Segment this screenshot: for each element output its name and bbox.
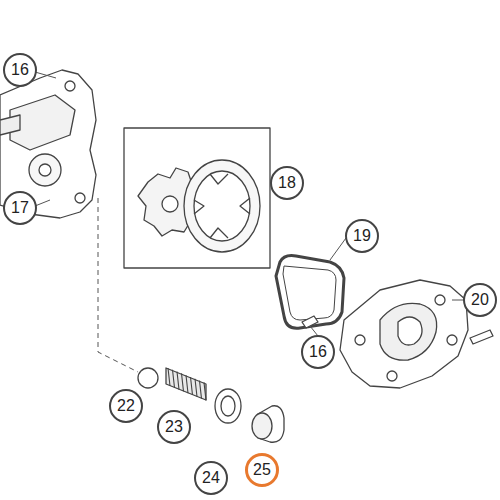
pin [470, 330, 493, 344]
callout-number: 24 [194, 461, 228, 495]
callout-number: 16 [301, 335, 335, 369]
outer-rotor [184, 160, 260, 252]
leader-line [35, 200, 50, 206]
rotor-set-frame [124, 128, 270, 268]
pump-cover [340, 280, 468, 388]
callout-number: 22 [109, 389, 143, 423]
ball [138, 368, 158, 388]
assembly-axis [98, 198, 138, 372]
callout-number: 16 [3, 53, 37, 87]
callout-number: 23 [157, 410, 191, 444]
callout-number: 18 [270, 166, 304, 200]
callout-number: 17 [3, 191, 37, 225]
gasket [276, 256, 344, 329]
callout-number: 25 [245, 453, 279, 487]
callout-number: 19 [345, 219, 379, 253]
callout-number: 20 [463, 283, 497, 317]
leader-line [35, 72, 56, 78]
washer [215, 389, 241, 423]
leader-line [330, 238, 346, 260]
spring [166, 368, 206, 400]
